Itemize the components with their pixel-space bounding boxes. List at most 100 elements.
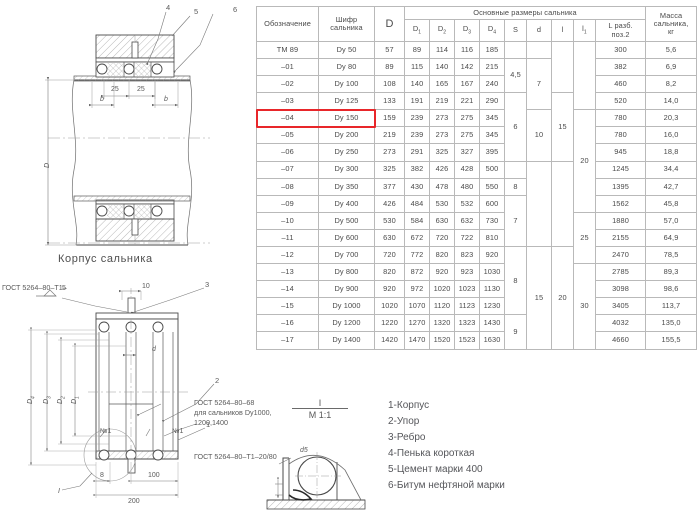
cell-S: 9 [504, 314, 527, 350]
cell-L: 382 [594, 57, 647, 77]
cell-L: 1562 [594, 194, 647, 213]
cell-d [526, 160, 552, 247]
dim-25-a: 25 [111, 86, 119, 93]
cell-designation: –14 [256, 280, 319, 299]
dim-d-small: d [152, 346, 156, 353]
dim-b-b: b [164, 96, 168, 103]
cell-L: 4660 [594, 331, 647, 350]
cell-D2: 630 [429, 211, 455, 230]
cell-D3: 428 [454, 160, 480, 179]
gost-annotation-2-line1: ГОСТ 5264–80–68 [194, 398, 255, 407]
cell-D3: 275 [454, 126, 480, 145]
cell-designation: –12 [256, 245, 319, 265]
drawing-svg [28, 11, 215, 498]
cell-D1: 140 [404, 75, 430, 94]
dim-25-b: 25 [137, 86, 145, 93]
cell-L: 460 [594, 75, 647, 94]
cell-d: 7 [526, 57, 552, 111]
cell-designation: –08 [256, 177, 319, 196]
th-L: L разб.поз.2 [594, 19, 647, 42]
cell-code: Dy 1000 [318, 297, 375, 316]
technical-drawing-panel: 4 5 6 25 25 b b D Корпус сальника ГОСТ 5… [0, 0, 277, 514]
cell-D: 1220 [374, 314, 405, 333]
cell-D2: 114 [429, 40, 455, 59]
cell-D1: 191 [404, 92, 430, 111]
gost-annotation-1-suffix: 5 [62, 283, 66, 292]
cell-D2: 820 [429, 245, 455, 265]
cell-D4: 345 [479, 126, 505, 145]
detail-view-drawing [266, 452, 366, 510]
cell-D1: 291 [404, 143, 430, 162]
cell-D3: 480 [454, 177, 480, 196]
cell-l: 15 [551, 92, 574, 162]
cell-D: 273 [374, 143, 405, 162]
th-d: d [526, 19, 552, 42]
dim-8: 8 [100, 472, 104, 479]
legend-item-number: 5- [388, 464, 397, 476]
cell-D4: 730 [479, 211, 505, 230]
cell-D1: 672 [404, 228, 430, 247]
detail-mark-I: I [58, 488, 60, 495]
detail-label: I [292, 398, 348, 409]
cell-code: Dy 350 [318, 177, 375, 196]
legend-item-number: 4- [388, 448, 397, 460]
cell-D3: 1523 [454, 331, 480, 350]
leader-label-6: 6 [233, 5, 238, 14]
th-l: l [551, 19, 574, 42]
cell-D4: 920 [479, 245, 505, 265]
cell-D3: 327 [454, 143, 480, 162]
cell-mass: 64,9 [645, 228, 698, 247]
cell-D: 377 [374, 177, 405, 196]
cell-D1: 584 [404, 211, 430, 230]
cell-l1 [573, 40, 596, 111]
legend-item-number: 1- [388, 400, 397, 411]
legend-item-number: 2- [388, 416, 397, 428]
cell-D4: 290 [479, 92, 505, 111]
cell-D4: 500 [479, 160, 505, 179]
dim-D3: D3 [43, 396, 53, 404]
th-l1: l1 [573, 19, 596, 42]
cell-D: 133 [374, 92, 405, 111]
cell-code: Dy 800 [318, 263, 375, 282]
cell-D1: 430 [404, 177, 430, 196]
cell-designation: –07 [256, 160, 319, 179]
cell-code: Dy 125 [318, 92, 375, 111]
cell-l1: 20 [573, 109, 596, 213]
cell-code: Dy 900 [318, 280, 375, 299]
legend-item: 1- Корпус [388, 398, 688, 414]
cell-D3: 532 [454, 194, 480, 213]
cell-D4: 395 [479, 143, 505, 162]
cell-D1: 1070 [404, 297, 430, 316]
cell-D2: 1520 [429, 331, 455, 350]
cell-D2: 478 [429, 177, 455, 196]
legend-item-label: Упор [396, 416, 420, 428]
cell-D3: 823 [454, 245, 480, 265]
cell-designation: –10 [256, 211, 319, 230]
cell-D3: 1023 [454, 280, 480, 299]
cell-S [504, 160, 527, 179]
mark-no1-a: №1 [100, 428, 112, 435]
cell-designation: –03 [256, 92, 319, 111]
cell-L: 3098 [594, 280, 647, 299]
cell-D: 57 [374, 40, 405, 59]
